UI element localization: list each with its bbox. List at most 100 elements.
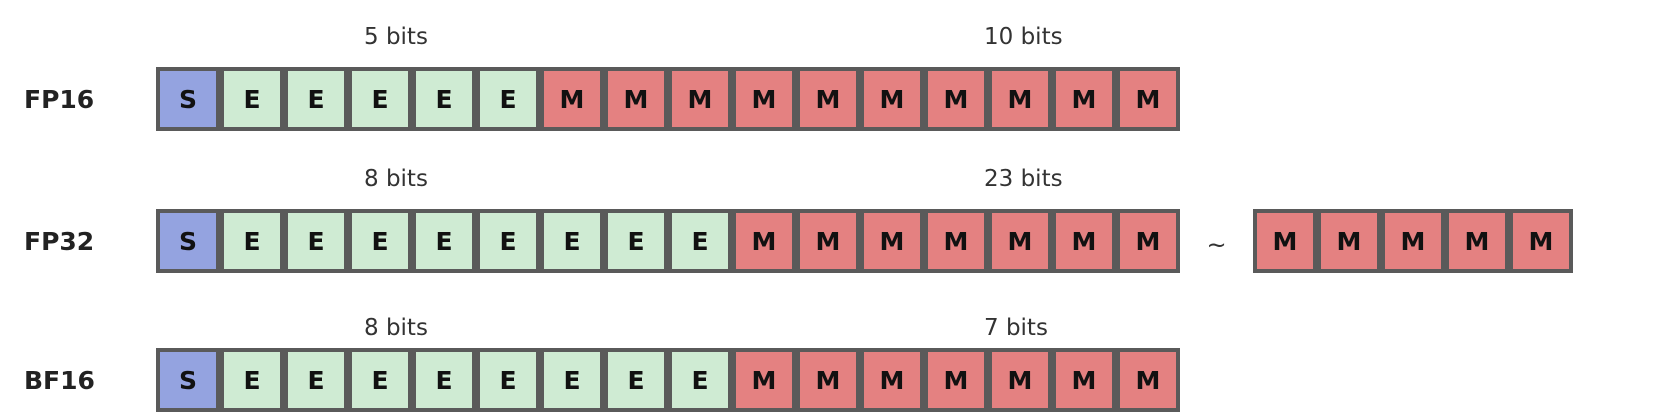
mantissa-bit-box — [1052, 209, 1116, 273]
exponent-bit-cell: E — [220, 67, 284, 131]
mantissa-bit-cell: M — [796, 348, 860, 412]
mantissa-bit-box — [668, 67, 732, 131]
mantissa-bit-letter: M — [1136, 227, 1161, 256]
exponent-bit-cell: E — [476, 67, 540, 131]
exponent-bit-box — [412, 67, 476, 131]
omitted-bits-tilde-fp32: ~ — [1206, 231, 1226, 259]
exponent-bit-box — [668, 209, 732, 273]
mantissa-bit-box — [924, 348, 988, 412]
mantissa-bit-box — [860, 348, 924, 412]
mantissa-bit-letter: M — [1008, 366, 1033, 395]
mantissa-bit-box — [1116, 209, 1180, 273]
exponent-bit-box — [348, 209, 412, 273]
mantissa-bit-cell: M — [924, 348, 988, 412]
exponent-bit-box — [604, 209, 668, 273]
exponent-bit-letter: E — [691, 366, 708, 395]
exponent-bit-letter: E — [435, 366, 452, 395]
exponent-bit-cell: E — [284, 348, 348, 412]
mantissa-bit-box — [732, 348, 796, 412]
mantissa-bit-letter: M — [1529, 227, 1554, 256]
mantissa-bit-cell: M — [668, 67, 732, 131]
mantissa-bit-letter: M — [1337, 227, 1362, 256]
mantissa-bit-letter: M — [1072, 227, 1097, 256]
exponent-bit-box — [668, 348, 732, 412]
mantissa-bit-box — [1509, 209, 1573, 273]
mantissa-bit-letter: M — [880, 366, 905, 395]
mantissa-bit-box — [1445, 209, 1509, 273]
mantissa-bit-box — [1381, 209, 1445, 273]
mantissa-bits-label-fp32: 23 bits — [984, 166, 1063, 192]
mantissa-bit-box — [732, 67, 796, 131]
exponent-bit-box — [220, 348, 284, 412]
mantissa-bit-cell: M — [796, 67, 860, 131]
exponent-bit-box — [220, 67, 284, 131]
mantissa-bit-letter: M — [560, 85, 585, 114]
mantissa-bit-cell: M — [1116, 67, 1180, 131]
exponent-bit-box — [284, 209, 348, 273]
mantissa-bit-box — [604, 67, 668, 131]
exponent-bit-letter: E — [499, 227, 516, 256]
mantissa-bit-letter: M — [752, 227, 777, 256]
exponent-bit-letter: E — [307, 366, 324, 395]
mantissa-bit-letter: M — [624, 85, 649, 114]
mantissa-bit-letter: M — [1465, 227, 1490, 256]
exponent-bit-letter: E — [627, 227, 644, 256]
exponent-bit-box — [220, 209, 284, 273]
mantissa-bit-letter: M — [1136, 85, 1161, 114]
mantissa-bit-cell: M — [988, 209, 1052, 273]
sign-bit-box — [156, 348, 220, 412]
mantissa-bit-letter: M — [688, 85, 713, 114]
mantissa-bit-box — [732, 209, 796, 273]
exponent-bit-letter: E — [563, 366, 580, 395]
exponent-bit-letter: E — [307, 227, 324, 256]
exponent-bit-box — [284, 67, 348, 131]
mantissa-bit-box — [796, 67, 860, 131]
format-name-fp16: FP16 — [24, 85, 94, 114]
sign-bit-letter: S — [179, 85, 197, 114]
mantissa-bit-letter: M — [752, 366, 777, 395]
sign-bit-box — [156, 67, 220, 131]
mantissa-bit-box — [1052, 67, 1116, 131]
mantissa-bit-letter: M — [1273, 227, 1298, 256]
exponent-bit-letter: E — [499, 85, 516, 114]
exponent-bit-letter: E — [307, 85, 324, 114]
mantissa-bit-cell: M — [1052, 348, 1116, 412]
mantissa-bit-box — [796, 209, 860, 273]
exponent-bit-cell: E — [604, 209, 668, 273]
mantissa-bit-box — [1116, 67, 1180, 131]
mantissa-bit-box — [1253, 209, 1317, 273]
exponent-bit-letter: E — [435, 227, 452, 256]
mantissa-bit-cell: M — [732, 348, 796, 412]
sign-bit-cell: S — [156, 209, 220, 273]
mantissa-bit-letter: M — [1008, 85, 1033, 114]
mantissa-bit-cell: M — [1253, 209, 1317, 273]
mantissa-bit-cell: M — [540, 67, 604, 131]
exponent-bit-box — [348, 67, 412, 131]
exponent-bit-box — [476, 67, 540, 131]
format-name-fp32: FP32 — [24, 227, 94, 256]
mantissa-bits-label-bf16: 7 bits — [984, 315, 1048, 341]
exponent-bit-cell: E — [540, 209, 604, 273]
mantissa-bit-letter: M — [1008, 227, 1033, 256]
mantissa-bit-cell: M — [1052, 67, 1116, 131]
mantissa-bit-cell: M — [1052, 209, 1116, 273]
mantissa-bit-box — [1052, 348, 1116, 412]
exponent-bit-cell: E — [412, 209, 476, 273]
exponent-bit-cell: E — [412, 67, 476, 131]
exponent-bit-cell: E — [220, 209, 284, 273]
exponent-bit-cell: E — [220, 348, 284, 412]
format-name-bf16: BF16 — [24, 366, 95, 395]
sign-bit-letter: S — [179, 366, 197, 395]
mantissa-bit-letter: M — [1072, 366, 1097, 395]
mantissa-bit-letter: M — [816, 366, 841, 395]
exponent-bit-cell: E — [668, 348, 732, 412]
mantissa-bit-cell: M — [796, 209, 860, 273]
exponent-bit-letter: E — [563, 227, 580, 256]
exponent-bits-label-bf16: 8 bits — [364, 315, 428, 341]
exponent-bit-letter: E — [627, 366, 644, 395]
mantissa-bit-box — [1116, 348, 1180, 412]
mantissa-bit-cell: M — [860, 67, 924, 131]
mantissa-bit-box — [924, 209, 988, 273]
mantissa-bit-box — [540, 67, 604, 131]
